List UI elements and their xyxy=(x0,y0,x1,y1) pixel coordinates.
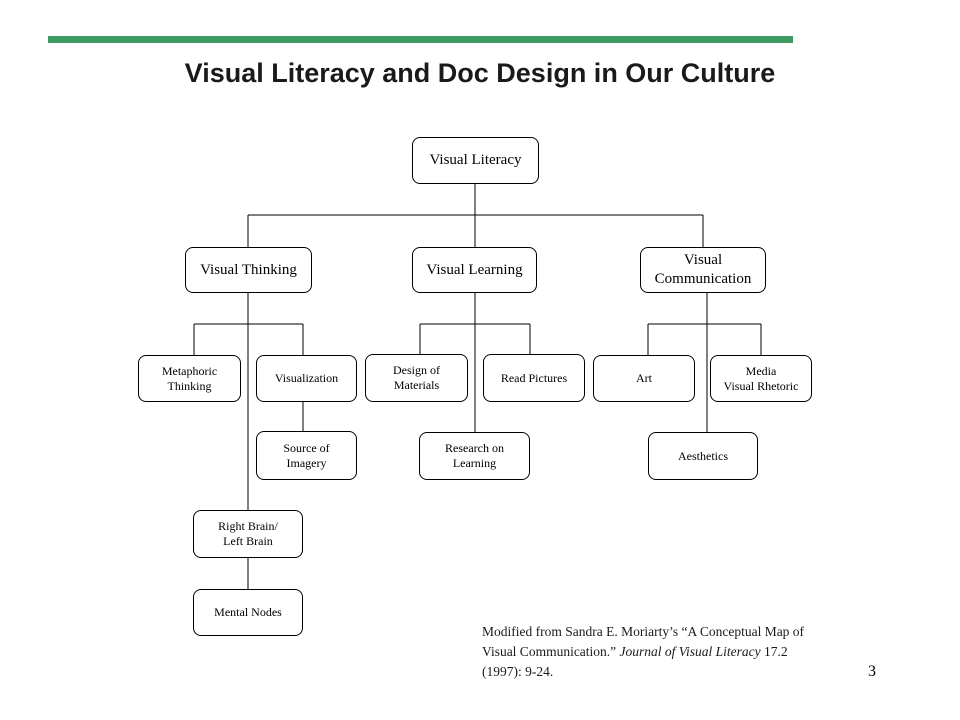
node-visual-thinking: Visual Thinking xyxy=(185,247,312,293)
citation-text: Modified from Sandra E. Moriarty’s “A Co… xyxy=(482,624,805,659)
citation-volume: 17.2 (1997): 9-24. xyxy=(482,644,788,679)
node-visual-communication: Visual Communication xyxy=(640,247,766,293)
node-source-of-imagery: Source of Imagery xyxy=(256,431,357,480)
citation-journal: Journal of Visual Literacy xyxy=(619,644,761,659)
page-number: 3 xyxy=(868,663,876,680)
node-design-of-materials: Design of Materials xyxy=(365,354,468,402)
node-mental-nodes: Mental Nodes xyxy=(193,589,303,636)
slide-title: Visual Literacy and Doc Design in Our Cu… xyxy=(184,58,776,88)
node-media-visual-rhetoric: Media Visual Rhetoric xyxy=(710,355,812,402)
node-read-pictures: Read Pictures xyxy=(483,354,585,402)
node-research-on-learning: Research on Learning xyxy=(419,432,530,480)
node-visual-learning: Visual Learning xyxy=(412,247,537,293)
node-visual-literacy: Visual Literacy xyxy=(412,137,539,184)
node-visualization: Visualization xyxy=(256,355,357,402)
node-aesthetics: Aesthetics xyxy=(648,432,758,480)
accent-bar xyxy=(48,36,793,43)
node-metaphoric-thinking: Metaphoric Thinking xyxy=(138,355,241,402)
citation: Modified from Sandra E. Moriarty’s “A Co… xyxy=(482,622,827,682)
node-art: Art xyxy=(593,355,695,402)
node-right-brain-left-brain: Right Brain/ Left Brain xyxy=(193,510,303,558)
